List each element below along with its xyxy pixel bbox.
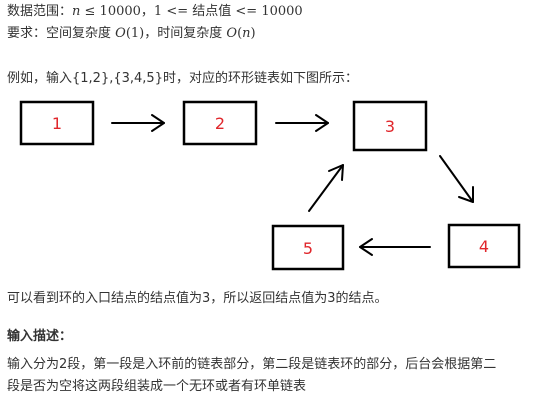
time-open-paren: ( [237,26,243,41]
requirement-line: 要求：空间复杂度 O(1)，时间复杂度 O(n) [7,25,256,43]
le-operator-1: <= [162,4,193,19]
input-description-line-2: 段是否为空将这两段组装成一个无环或者有环单链表 [7,379,307,394]
time-complexity-label: ，时间复杂度 [144,26,227,41]
node-3-label: 3 [385,117,395,136]
requirement-label: 要求： [7,26,47,41]
arrow-3-to-4 [439,155,474,203]
le-operator-2: <= [231,4,262,19]
input-description-heading: 输入描述： [7,329,73,344]
input-description-line-1: 输入分为2段，第一段是入环前的链表部分，第二段是链表环的部分，后台会根据第二 [7,357,497,372]
node-5-box [271,224,345,271]
node-2-label: 2 [215,114,225,133]
node-value-max: 10000 [261,4,303,19]
time-big-o: O [226,26,238,41]
node-1-box [19,100,95,146]
data-range-line: 数据范围：n ≤ 10000，1 <= 结点值 <= 10000 [7,3,303,21]
node-2-box [182,100,258,146]
data-range-label: 数据范围： [7,4,73,19]
node-value-min: 1 [153,4,163,19]
n-variable: n [72,4,81,19]
node-4-label: 4 [479,237,489,256]
time-close-paren: ) [250,26,256,41]
space-complexity-label: 空间复杂度 [46,26,116,41]
node-value-term: 结点值 [192,4,232,19]
node-3-box [352,100,428,152]
node-5-label: 5 [303,239,313,258]
n-condition: ≤ 10000， [80,4,154,19]
conclusion-text: 可以看到环的入口结点的结点值为3，所以返回结点值为3的结点。 [7,291,388,306]
arrow-1-to-2 [111,114,165,132]
node-1-label: 1 [52,114,62,133]
arrow-5-to-3 [308,164,344,212]
node-4-box [447,223,521,269]
circular-linked-list-diagram: 1 2 3 4 5 [19,100,521,271]
example-text: 例如，输入{1,2},{3,4,5}时，对应的环形链表如下图所示： [7,71,358,86]
space-complexity-value: (1) [125,26,145,41]
arrow-2-to-3 [275,114,329,132]
time-n-variable: n [242,26,251,41]
arrow-4-to-5 [359,238,431,256]
space-big-o: O [115,26,126,41]
